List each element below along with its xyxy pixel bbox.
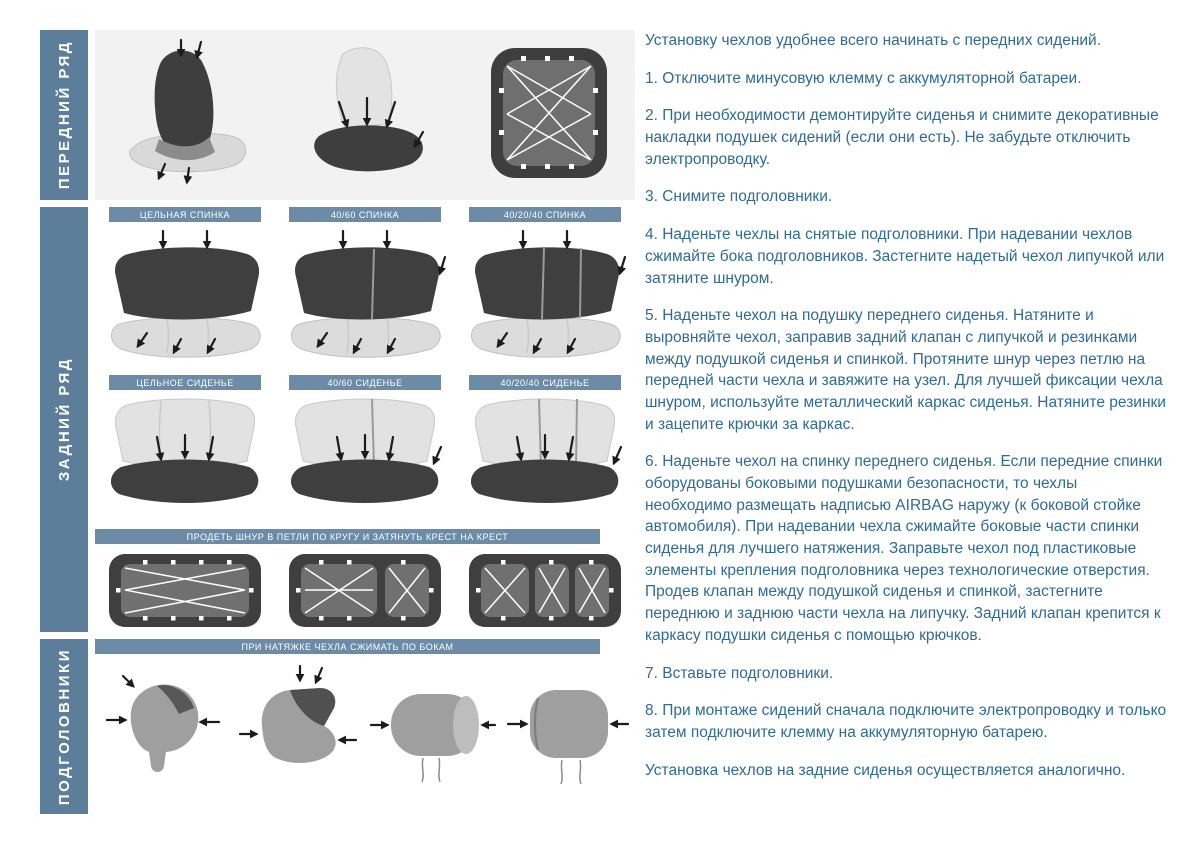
caption-40-60-backrest: 40/60 СПИНКА <box>289 207 441 222</box>
headrest-folded-illustration <box>238 664 358 763</box>
step-paragraph-7: 7. Вставьте подголовники. <box>645 664 834 682</box>
rear-backrest-40-20-40-illustration <box>471 229 627 358</box>
rear-row-illustrations: ЦЕЛЬНАЯ СПИНКА 40/60 СПИНКА 40/20/40 СПИ… <box>95 207 635 632</box>
step-paragraph-6: 6. Наденьте чехол на спинку переднего си… <box>645 453 1163 644</box>
section-front-row: ПЕРЕДНИЙ РЯД <box>40 30 635 200</box>
headrest-curved-illustration <box>105 674 221 772</box>
caption-solid-seat: ЦЕЛЬНОЕ СИДЕНЬЕ <box>109 375 261 390</box>
instructions-panel: Установку чехлов удобнее всего начинать … <box>645 30 1167 797</box>
rear-lacing-40-20-40-illustration <box>469 554 621 627</box>
step-paragraph-3: 3. Снимите подголовники. <box>645 188 833 206</box>
step-paragraph-8: 8. При монтаже сидений сначала подключит… <box>645 702 1167 741</box>
rear-backrest-solid-illustration <box>111 229 261 358</box>
rear-seat-captions: ЦЕЛЬНОЕ СИДЕНЬЕ 40/60 СИДЕНЬЕ 40/20/40 С… <box>95 375 635 390</box>
section-headrests: ПОДГОЛОВНИКИ ПРИ НАТЯЖКЕ ЧЕХЛА СЖИМАТЬ П… <box>40 639 635 814</box>
section-bar-rear-row: ЗАДНИЙ РЯД <box>40 207 88 632</box>
closing-paragraph: Установка чехлов на задние сиденья осуще… <box>645 761 1126 779</box>
headrest-cylinder-illustration <box>369 694 497 783</box>
rear-backrest-captions: ЦЕЛЬНАЯ СПИНКА 40/60 СПИНКА 40/20/40 СПИ… <box>95 207 635 222</box>
step-paragraph-4: 4. Наденьте чехлы на снятые подголовники… <box>645 226 1165 287</box>
front-backrest-cover-illustration <box>129 38 247 185</box>
headrest-illustrations: ПРИ НАТЯЖКЕ ЧЕХЛА СЖИМАТЬ ПО БОКАМ <box>95 639 635 814</box>
section-rear-row: ЗАДНИЙ РЯД ЦЕЛЬНАЯ СПИНКА 40/60 СПИНКА 4… <box>40 207 635 632</box>
caption-headrest: ПРИ НАТЯЖКЕ ЧЕХЛА СЖИМАТЬ ПО БОКАМ <box>95 639 600 654</box>
diagram-panel: ПЕРЕДНИЙ РЯД <box>40 30 635 814</box>
headrest-pillow-illustration <box>506 690 630 785</box>
rear-row-label: ЗАДНИЙ РЯД <box>55 357 73 482</box>
caption-solid-backrest: ЦЕЛЬНАЯ СПИНКА <box>109 207 261 222</box>
rear-lacing-solid-illustration <box>109 554 261 627</box>
section-bar-headrests: ПОДГОЛОВНИКИ <box>40 639 88 814</box>
caption-40-20-40-seat: 40/20/40 СИДЕНЬЕ <box>469 375 621 390</box>
caption-lacing: ПРОДЕТЬ ШНУР В ПЕТЛИ ПО КРУГУ И ЗАТЯНУТЬ… <box>95 529 600 544</box>
front-row-label: ПЕРЕДНИЙ РЯД <box>55 40 73 190</box>
caption-40-20-40-backrest: 40/20/40 СПИНКА <box>469 207 621 222</box>
rear-lacing-row <box>95 549 635 632</box>
rear-seat-40-20-40-illustration <box>470 398 623 503</box>
section-bar-front-row: ПЕРЕДНИЙ РЯД <box>40 30 88 200</box>
headrests-label: ПОДГОЛОВНИКИ <box>55 647 73 806</box>
step-paragraph-1: 1. Отключите минусовую клемму с аккумуля… <box>645 69 1082 87</box>
rear-seat-solid-illustration <box>110 398 259 503</box>
front-row-illustrations <box>95 30 635 200</box>
headrest-row <box>95 660 635 812</box>
rear-seat-40-60-illustration <box>290 398 443 503</box>
rear-lacing-40-60-illustration <box>289 554 441 627</box>
step-paragraph-2: 2. При необходимости демонтируйте сидень… <box>645 107 1159 168</box>
rear-backrest-row <box>95 227 635 369</box>
rear-backrest-40-60-illustration <box>291 229 447 358</box>
front-backrest-lacing-illustration <box>491 48 607 178</box>
step-paragraph-5: 5. Наденьте чехол на подушку переднего с… <box>645 307 1166 433</box>
rear-seat-row <box>95 395 635 523</box>
intro-paragraph: Установку чехлов удобнее всего начинать … <box>645 32 1102 49</box>
front-cushion-cover-illustration <box>314 47 425 172</box>
caption-40-60-seat: 40/60 СИДЕНЬЕ <box>289 375 441 390</box>
